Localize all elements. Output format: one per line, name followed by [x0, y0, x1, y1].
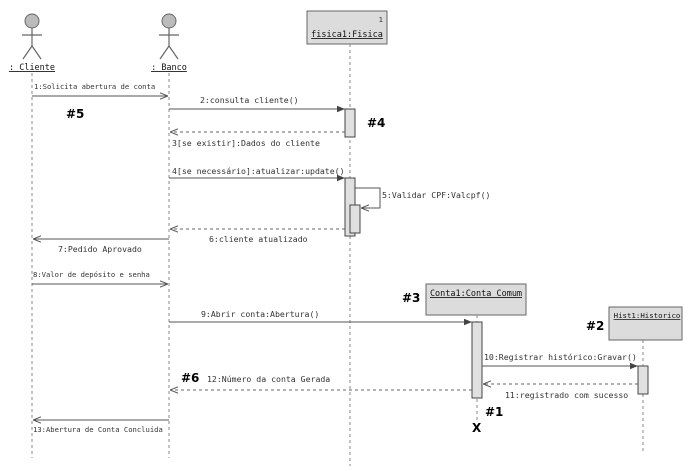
annotation-1: #1 — [485, 405, 503, 419]
object-fisica-label: fisica1:Fisica — [311, 30, 383, 40]
annotation-3: #3 — [402, 291, 420, 305]
annotation-6: #6 — [181, 371, 199, 385]
object-fisica-box — [306, 10, 388, 45]
activation-fisica-self — [349, 204, 361, 234]
object-conta-label: Conta1:Conta Comum — [430, 289, 522, 299]
message-12-label: 12:Número da conta Gerada — [207, 374, 330, 384]
object-fisica: 1 fisica1:Fisica — [306, 10, 388, 45]
annotation-4: #4 — [367, 116, 385, 130]
activation-historico — [637, 365, 649, 395]
message-6-label: 6:cliente atualizado — [209, 234, 308, 244]
message-11-label: 11:registrado com sucesso — [505, 390, 628, 400]
object-fisica-multiplicity: 1 — [379, 15, 383, 24]
message-7-label: 7:Pedido Aprovado — [58, 244, 142, 254]
actor-banco-label: : Banco — [151, 63, 187, 73]
activation-fisica-1 — [344, 108, 356, 138]
destroy-mark-icon: X — [472, 421, 482, 435]
message-2-label: 2:consulta cliente() — [200, 95, 299, 105]
actor-banco: : Banco — [151, 13, 187, 73]
message-5-arrow — [355, 187, 381, 208]
message-8-label: 8:Valor de depósito e senha — [33, 270, 150, 279]
object-historico: Hist1:Historico — [608, 306, 683, 341]
message-3-label: 3[se existir]:Dados do cliente — [172, 138, 320, 148]
object-historico-box — [608, 306, 683, 341]
message-4-label: 4[se necessário]:atualizar:update() — [172, 166, 345, 176]
message-1-label: 1:Solicita abertura de conta — [34, 82, 155, 91]
object-conta-box — [425, 283, 527, 316]
object-historico-label: Hist1:Historico — [614, 311, 681, 320]
message-10-label: 10:Registrar histórico:Gravar() — [484, 352, 637, 362]
actor-cliente: : Cliente — [9, 13, 55, 73]
actor-head-icon — [24, 13, 40, 29]
message-13-label: 13:Abertura de Conta Concluída — [33, 425, 163, 434]
annotation-2: #2 — [586, 319, 604, 333]
object-conta: Conta1:Conta Comum — [425, 283, 527, 316]
actor-cliente-label: : Cliente — [9, 63, 55, 73]
message-9-label: 9:Abrir conta:Abertura() — [201, 309, 319, 319]
annotation-5: #5 — [66, 107, 84, 121]
activation-conta — [471, 321, 483, 399]
message-5-label: 5:Validar CPF:Valcpf() — [382, 190, 490, 200]
actor-head-icon — [161, 13, 177, 29]
